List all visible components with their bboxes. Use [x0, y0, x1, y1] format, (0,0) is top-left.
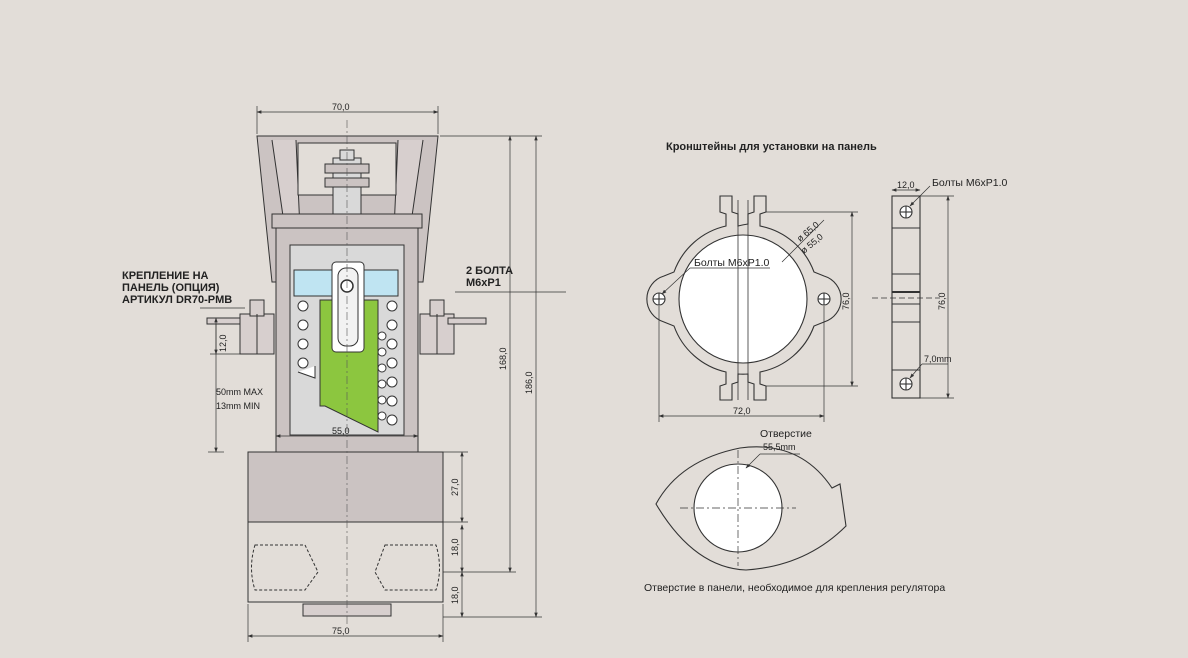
dim-overall-height-2: 186,0 — [524, 371, 534, 394]
side-dim-height: 76,0 — [937, 292, 947, 310]
spring-left — [297, 300, 316, 379]
panel-hole-drawing — [655, 446, 847, 571]
side-dim-hole: 7,0mm — [924, 354, 952, 364]
spring-right — [377, 300, 398, 426]
dim-port-height-2: 18,0 — [450, 586, 460, 604]
bolts-label-line1: 2 БОЛТА — [466, 265, 513, 277]
port-left — [251, 544, 319, 591]
mount-label-line1: КРЕПЛЕНИЕ НА — [122, 270, 209, 282]
bracket-bolts-label: Болты M6xP1.0 — [694, 257, 769, 269]
dim-panel-thickness: 12,0 — [218, 334, 228, 352]
lower-body — [247, 451, 444, 523]
bracket-front — [646, 195, 842, 401]
bracket-dim-height: 76,0 — [841, 292, 851, 310]
panel-hole-caption: Отверстие в панели, необходимое для креп… — [644, 582, 945, 594]
panel-hole-label-line2: 55,5mm — [763, 442, 796, 452]
dim-overall-height-1: 168,0 — [498, 347, 508, 370]
bracket-title: Кронштейны для установки на панель — [666, 141, 877, 153]
port-right — [374, 544, 440, 591]
panel-hole-label-line1: Отверстие — [760, 428, 812, 440]
bracket-side — [891, 195, 921, 399]
mount-label-line2: ПАНЕЛЬ (ОПЦИЯ) — [122, 282, 220, 294]
mount-label-line3: АРТИКУЛ DR70-PMB — [122, 294, 232, 306]
panel-range-max: 50mm MAX — [216, 387, 263, 397]
dim-bottom-width: 75,0 — [332, 626, 350, 636]
panel-mount-left — [206, 299, 275, 355]
dim-inner-width: 55,0 — [332, 426, 350, 436]
dim-port-height-1: 18,0 — [450, 538, 460, 556]
regulator-labels: 70,0 55,0 75,0 27,0 18,0 18,0 168,0 186,… — [122, 102, 534, 636]
bracket-dims — [658, 211, 858, 422]
dimension-lines — [200, 106, 566, 642]
dim-block-height: 27,0 — [450, 478, 460, 496]
panel-mount-right — [419, 299, 487, 355]
bracket-dim-width: 72,0 — [733, 406, 751, 416]
panel-range-min: 13mm MIN — [216, 401, 260, 411]
regulator-section — [206, 135, 487, 617]
side-dim-width: 12,0 — [897, 180, 915, 190]
bolts-label-line2: M6xP1 — [466, 277, 501, 289]
side-dims — [872, 185, 954, 399]
side-bolts-label: Болты M6xP1.0 — [932, 177, 1007, 189]
dim-top-width: 70,0 — [332, 102, 350, 112]
